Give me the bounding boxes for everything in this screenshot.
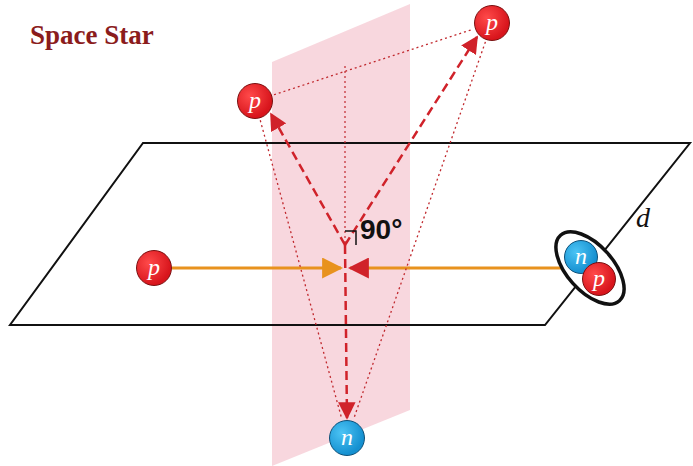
particle-symbol: p — [249, 88, 261, 112]
angle-label: 90° — [360, 214, 402, 246]
proton-circle: p — [237, 83, 273, 119]
emission-arrow — [271, 114, 345, 245]
particle-symbol: p — [486, 10, 498, 34]
beam-arrow — [350, 267, 568, 270]
dotted-connector — [354, 42, 486, 419]
nucleus-label: d — [636, 202, 650, 234]
title: Space Star — [30, 20, 154, 51]
right-angle-mark — [345, 231, 356, 245]
neutron-circle: n — [329, 420, 365, 456]
particle-symbol: p — [148, 255, 160, 279]
proton-circle: p — [474, 5, 510, 41]
dotted-connector — [274, 29, 473, 94]
deuteron-nucleus: dnp — [548, 226, 632, 310]
dotted-connector — [260, 120, 341, 418]
proton-circle: p — [136, 250, 172, 286]
beam-arrow — [172, 267, 341, 270]
particle-symbol: n — [341, 425, 353, 449]
emission-arrow — [345, 245, 347, 418]
horizontal-plane — [10, 143, 690, 325]
particle-symbol: p — [593, 266, 605, 290]
emission-arrow — [345, 37, 477, 245]
proton-circle: p — [582, 262, 616, 296]
particle-symbol: n — [575, 244, 587, 268]
dotted-guide — [344, 66, 345, 245]
